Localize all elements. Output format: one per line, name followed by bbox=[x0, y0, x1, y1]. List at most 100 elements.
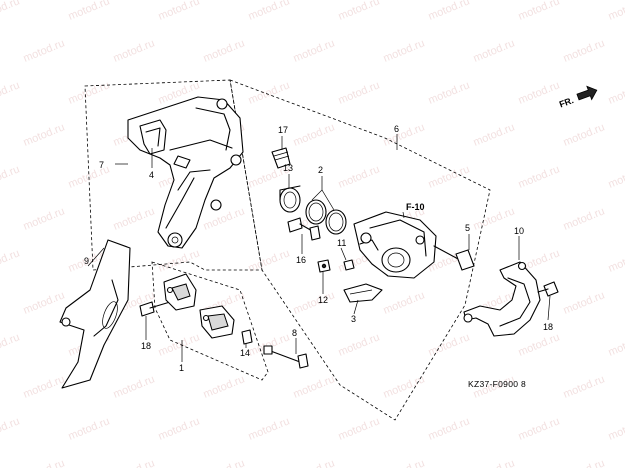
cap-11-part bbox=[343, 259, 355, 271]
pad-spring-part bbox=[139, 119, 167, 155]
watermark-text: motod.ru bbox=[0, 79, 21, 106]
watermark-text: motod.ru bbox=[337, 163, 382, 190]
callout-6: 6 bbox=[394, 124, 399, 134]
watermark-text: motod.ru bbox=[247, 79, 292, 106]
watermark-text: motod.ru bbox=[202, 205, 247, 232]
watermark-text: motod.ru bbox=[202, 373, 247, 400]
watermark-text: motod.ru bbox=[607, 331, 625, 358]
callout-13: 13 bbox=[283, 163, 293, 173]
leader-lines bbox=[87, 134, 551, 362]
piston-13-part bbox=[279, 185, 301, 213]
frame-pads bbox=[151, 261, 269, 381]
watermark-text: motod.ru bbox=[607, 79, 625, 106]
pin-16-part bbox=[287, 217, 321, 241]
watermark-text: motod.ru bbox=[517, 0, 562, 23]
watermark-text: motod.ru bbox=[472, 457, 517, 468]
watermark-text: motod.ru bbox=[427, 0, 472, 23]
bolt-18-right bbox=[537, 281, 559, 297]
watermark-text: motod.ru bbox=[517, 415, 562, 442]
callout-12: 12 bbox=[318, 295, 328, 305]
callout-11: 11 bbox=[337, 238, 346, 248]
arrow-right-icon bbox=[576, 85, 598, 101]
watermark-text: motod.ru bbox=[112, 37, 157, 64]
caliper-bracket-part bbox=[127, 96, 244, 249]
watermark-text: motod.ru bbox=[157, 331, 202, 358]
callout-18-right: 18 bbox=[543, 322, 553, 332]
watermark-text: motod.ru bbox=[562, 37, 607, 64]
callout-16: 16 bbox=[296, 255, 306, 265]
watermark-text: motod.ru bbox=[517, 79, 562, 106]
watermark-text: motod.ru bbox=[607, 247, 625, 274]
watermark-text: motod.ru bbox=[22, 373, 67, 400]
watermark-text: motod.ru bbox=[202, 37, 247, 64]
watermark-text: motod.ru bbox=[292, 373, 337, 400]
brake-pads-part bbox=[163, 273, 235, 339]
watermark-text: motod.ru bbox=[472, 121, 517, 148]
watermark-text: motod.ru bbox=[562, 205, 607, 232]
watermark-text: motod.ru bbox=[337, 415, 382, 442]
callout-3: 3 bbox=[351, 314, 356, 324]
watermark-text: motod.ru bbox=[157, 415, 202, 442]
callouts: 7 4 17 13 2 16 11 12 3 6 F-10 5 10 18 9 … bbox=[84, 124, 553, 373]
page-suffix: 8 bbox=[521, 379, 526, 389]
watermark-text: motod.ru bbox=[22, 37, 67, 64]
watermark-text: motod.ru bbox=[0, 331, 21, 358]
callout-5: 5 bbox=[465, 223, 470, 233]
watermark-text: motod.ru bbox=[337, 331, 382, 358]
watermark-text: motod.ru bbox=[472, 205, 517, 232]
watermark-text: motod.ru bbox=[427, 79, 472, 106]
watermark-text: motod.ru bbox=[112, 373, 157, 400]
watermark-text: motod.ru bbox=[0, 163, 21, 190]
watermark-text: motod.ru bbox=[112, 457, 157, 468]
reference-label: F-10 bbox=[406, 202, 425, 212]
front-arrow: FR. bbox=[558, 85, 598, 109]
callout-7: 7 bbox=[99, 160, 104, 170]
callout-10: 10 bbox=[514, 226, 524, 236]
watermark-text: motod.ru bbox=[22, 121, 67, 148]
pin-14-part bbox=[241, 329, 253, 345]
frame-caliper bbox=[229, 79, 491, 421]
pad-spring-3-part bbox=[343, 283, 383, 303]
watermark-text: motod.ru bbox=[472, 37, 517, 64]
watermark-text: motod.ru bbox=[337, 79, 382, 106]
callout-14: 14 bbox=[240, 348, 250, 358]
callout-9: 9 bbox=[84, 256, 89, 266]
callout-2: 2 bbox=[318, 165, 323, 175]
disc-guard-part bbox=[463, 261, 541, 337]
watermark-text: motod.ru bbox=[517, 163, 562, 190]
watermark-text: motod.ru bbox=[292, 289, 337, 316]
watermark-text: motod.ru bbox=[562, 289, 607, 316]
watermark-text: motod.ru bbox=[607, 415, 625, 442]
watermark-text: motod.ru bbox=[157, 0, 202, 23]
watermark-text: motod.ru bbox=[562, 457, 607, 468]
bleeder-12-part bbox=[317, 259, 331, 273]
brake-guard-part bbox=[59, 239, 131, 389]
watermark-text: motod.ru bbox=[562, 121, 607, 148]
watermark-text: motod.ru bbox=[67, 79, 112, 106]
callout-18-left: 18 bbox=[141, 341, 151, 351]
caliper-body-part bbox=[353, 211, 437, 279]
watermark-text: motod.ru bbox=[247, 0, 292, 23]
watermark-text: motod.ru bbox=[292, 37, 337, 64]
bolt-18-left bbox=[139, 301, 171, 317]
watermark-text: motod.ru bbox=[247, 247, 292, 274]
watermark-text: motod.ru bbox=[382, 457, 427, 468]
watermark-text: motod.ru bbox=[382, 289, 427, 316]
watermark-text: motod.ru bbox=[382, 37, 427, 64]
watermark-text: motod.ru bbox=[427, 415, 472, 442]
watermark-text: motod.ru bbox=[292, 457, 337, 468]
watermark-text: motod.ru bbox=[247, 415, 292, 442]
watermark-text: motod.ru bbox=[337, 0, 382, 23]
watermark-text: motod.ru bbox=[202, 457, 247, 468]
watermark-text: motod.ru bbox=[67, 415, 112, 442]
watermark-text: motod.ru bbox=[112, 205, 157, 232]
watermark-text: motod.ru bbox=[562, 373, 607, 400]
callout-1: 1 bbox=[179, 363, 184, 373]
watermark-text: motod.ru bbox=[67, 0, 112, 23]
callout-17: 17 bbox=[278, 125, 288, 135]
bolt-5-part bbox=[433, 245, 475, 271]
watermark-text: motod.ru bbox=[22, 205, 67, 232]
watermark-text: motod.ru bbox=[382, 373, 427, 400]
watermark-text: motod.ru bbox=[22, 457, 67, 468]
